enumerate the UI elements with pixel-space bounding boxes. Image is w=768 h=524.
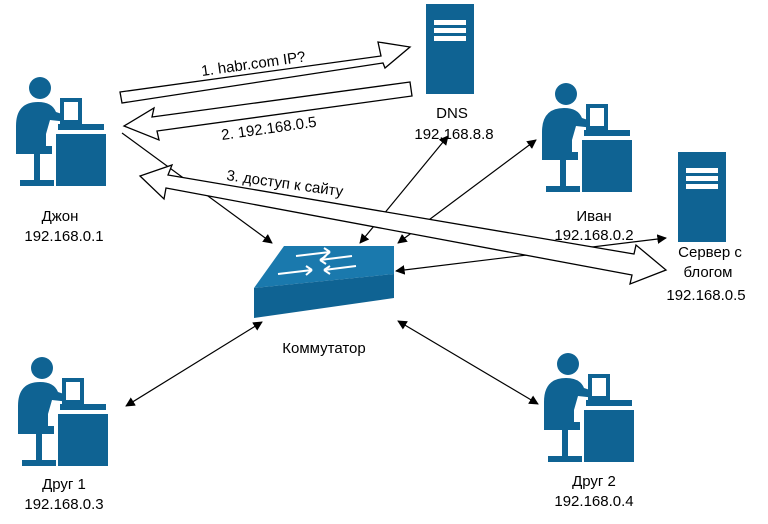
dns-ip: 192.168.8.8 <box>414 126 493 143</box>
blog-name-line1: Сервер с <box>678 244 742 261</box>
workstation-user-icon <box>542 83 632 192</box>
friend1-workstation <box>18 357 108 466</box>
ivan-workstation <box>542 83 632 192</box>
workstation-user-icon <box>16 77 106 186</box>
ivan-name: Иван <box>576 208 611 225</box>
server-tower-icon <box>426 4 474 94</box>
john-workstation <box>16 77 106 186</box>
ivan-ip: 192.168.0.2 <box>554 227 633 244</box>
blog-name-line2: блогом <box>684 264 733 281</box>
server-tower-icon <box>678 152 726 242</box>
dns-server <box>426 4 474 94</box>
step-arrows <box>119 41 668 286</box>
step2-arrow <box>122 81 413 142</box>
workstation-user-icon <box>544 353 634 462</box>
step1-arrow <box>119 41 412 104</box>
john-name: Джон <box>42 208 79 225</box>
friend1-ip: 192.168.0.3 <box>24 496 103 513</box>
friend2-workstation <box>544 353 634 462</box>
link-friend1-switch <box>125 321 263 407</box>
blog-server <box>678 152 726 242</box>
dns-name: DNS <box>436 105 468 122</box>
blog-ip: 192.168.0.5 <box>666 287 745 304</box>
friend1-name: Друг 1 <box>42 476 86 493</box>
workstation-user-icon <box>18 357 108 466</box>
network-switch-icon <box>254 246 394 318</box>
link-friend2-switch <box>397 320 539 405</box>
john-ip: 192.168.0.1 <box>24 228 103 245</box>
step3-arrow <box>138 163 668 286</box>
friend2-ip: 192.168.0.4 <box>554 493 633 510</box>
switch-name: Коммутатор <box>282 340 365 357</box>
friend2-name: Друг 2 <box>572 473 616 490</box>
